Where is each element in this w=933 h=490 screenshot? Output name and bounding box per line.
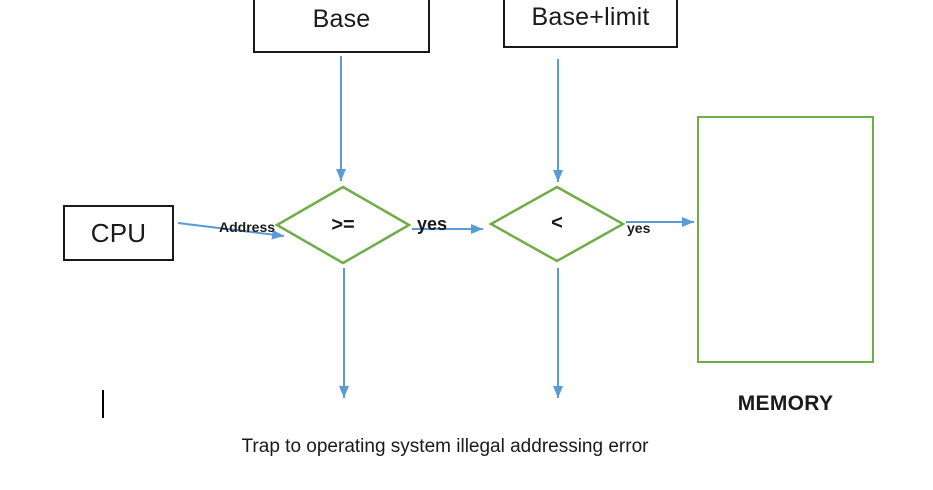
cpu-label: CPU <box>90 217 147 248</box>
trap-caption: Trap to operating system illegal address… <box>241 436 649 457</box>
decision-diamond-limit-check <box>488 185 626 263</box>
address-edge-label: Address <box>219 219 276 235</box>
diamond2-operator: < <box>551 211 563 234</box>
arrow-cpu-to-diamond1 <box>177 222 285 240</box>
cpu-box: CPU <box>63 205 174 261</box>
base-limit-register-label: Base+limit <box>531 2 650 31</box>
memory-caption: MEMORY <box>737 392 834 415</box>
diamond1-operator: >= <box>331 213 355 236</box>
text-cursor-mark <box>102 390 104 418</box>
yes-edge-label-1: yes <box>417 214 448 234</box>
decision-diamond-base-check <box>274 185 412 265</box>
base-register-label: Base <box>312 5 371 33</box>
memory-box <box>697 116 874 363</box>
base-register-box: Base <box>253 0 430 53</box>
base-limit-register-box: Base+limit <box>503 0 678 48</box>
yes-edge-label-2: yes <box>627 220 651 236</box>
